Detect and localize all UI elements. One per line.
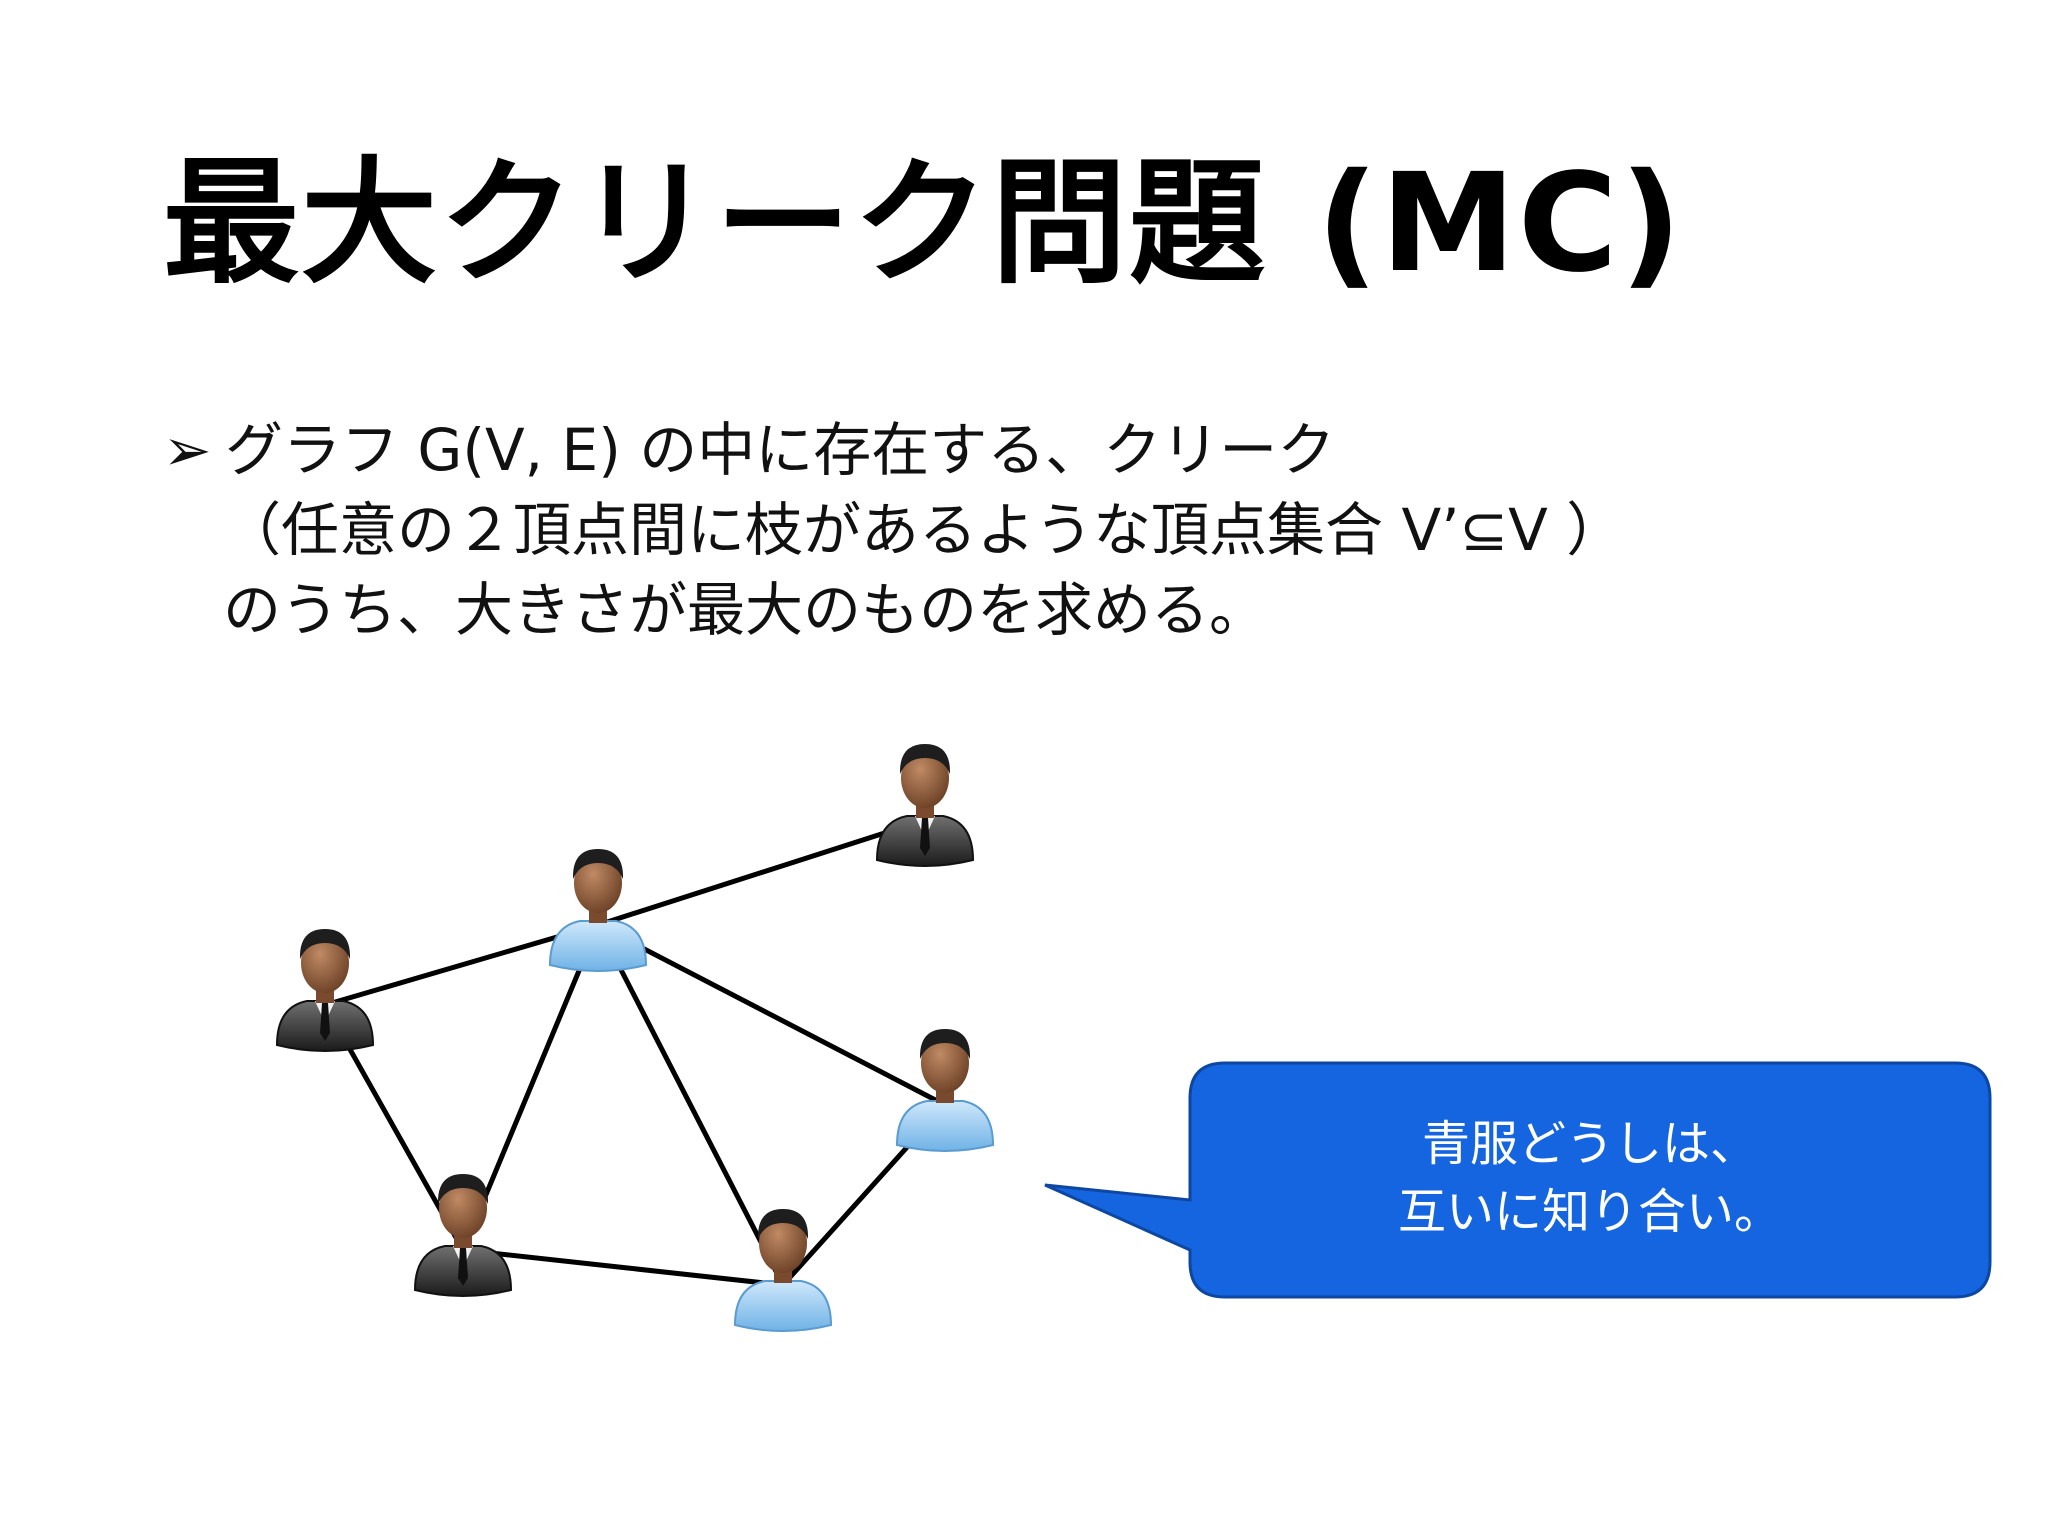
- callout-line-1: 青服どうしは、: [1421, 1116, 1758, 1172]
- graph-nodes: [275, 744, 995, 1332]
- graph-edge-n2-n4: [596, 922, 947, 1108]
- graph-edge-n1-n2: [324, 922, 599, 1008]
- person-icon: [275, 929, 375, 1052]
- graph-edges: [322, 817, 947, 1288]
- person-icon: [413, 1174, 513, 1297]
- person-icon: [895, 1029, 995, 1152]
- body-line-2: （任意の２頂点間に枝があるような頂点集合 V’⊆V ）: [223, 496, 1625, 564]
- graph-edge-n2-n6: [595, 923, 786, 1287]
- callout-line-2: 互いに知り合い。: [1397, 1184, 1782, 1240]
- body-line-1: ➢グラフ G(V, E) の中に存在する、クリーク: [163, 410, 1624, 490]
- graph-edge-n5-n6: [462, 1247, 784, 1288]
- person-icon: [548, 849, 648, 972]
- body-line-3: のうち、大きさが最大のものを求める。: [223, 576, 1268, 644]
- speech-bubble: [1044, 1061, 1992, 1299]
- slide-body: ➢グラフ G(V, E) の中に存在する、クリーク （任意の２頂点間に枝があるよ…: [163, 410, 1624, 650]
- callout-text: 青服どうしは、 互いに知り合い。: [1190, 1110, 1990, 1246]
- arrow-bullet-icon: ➢: [163, 416, 212, 484]
- graph-edge-n2-n3: [597, 817, 926, 928]
- person-icon: [733, 1209, 833, 1332]
- speech-bubble-shape: [1044, 1061, 1992, 1299]
- person-icon: [875, 744, 975, 867]
- slide-title: 最大クリーク問題 (MC): [163, 145, 1684, 303]
